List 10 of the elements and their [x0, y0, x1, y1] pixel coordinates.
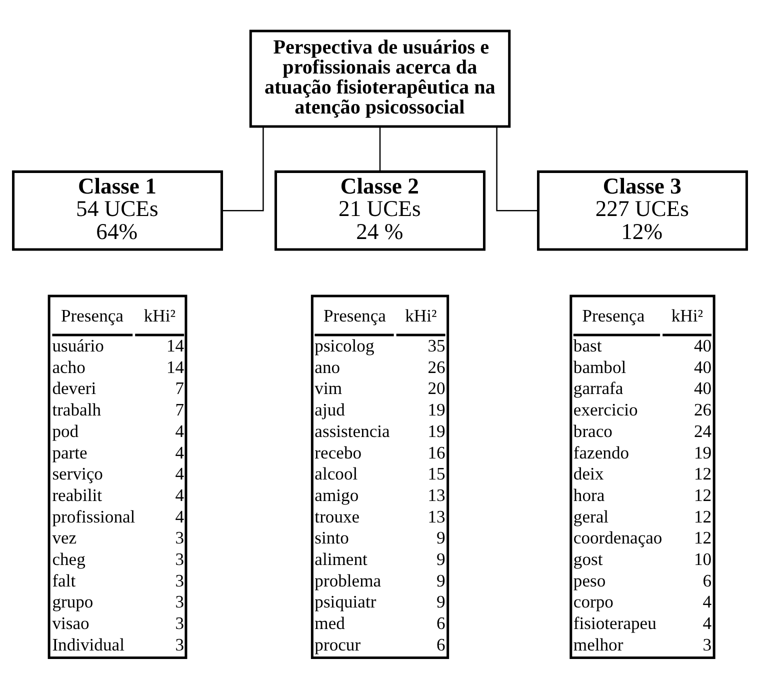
node-box: Presença kHi² psicolog 35 ano 26 vim 20 ajud 19 assistencia 19 recebo 16 alcool 15 amigo 13 trouxe 13 sinto 9 aliment 9 problema 9 psiquiatr 9 med 6 procur 6 — [310, 294, 450, 659]
node-box: Presença kHi² usuário 14 acho 14 deveri 7 trabalh 7 pod 4 parte 4 serviço 4 reabilit 4 profissional 4 vez 3 cheg 3 falt 3 grupo 3 visao 3 Individual 3 — [48, 294, 188, 659]
node-box: Presença kHi² bast 40 bambol 40 garrafa 40 exercicio 26 braco 24 fazendo 19 deix 12 hora 12 geral 12 coordenaçao 12 gost 10 peso 6 corpo 4 fisioterapeu 4 melhor 3 — [570, 294, 716, 659]
node-box: Classe 1 54 UCEs 64% — [12, 170, 223, 251]
node-box: Classe 2 21 UCEs 24 % — [274, 170, 486, 251]
node-box: Classe 3 227 UCEs 12% — [537, 170, 748, 251]
node-box: Perspectiva de usuários e profissionais acerca da atuação fisioterapêutica na atenção psicossocial — [249, 30, 511, 128]
connector — [222, 126, 264, 212]
connector — [496, 126, 538, 212]
connector — [379, 126, 381, 172]
